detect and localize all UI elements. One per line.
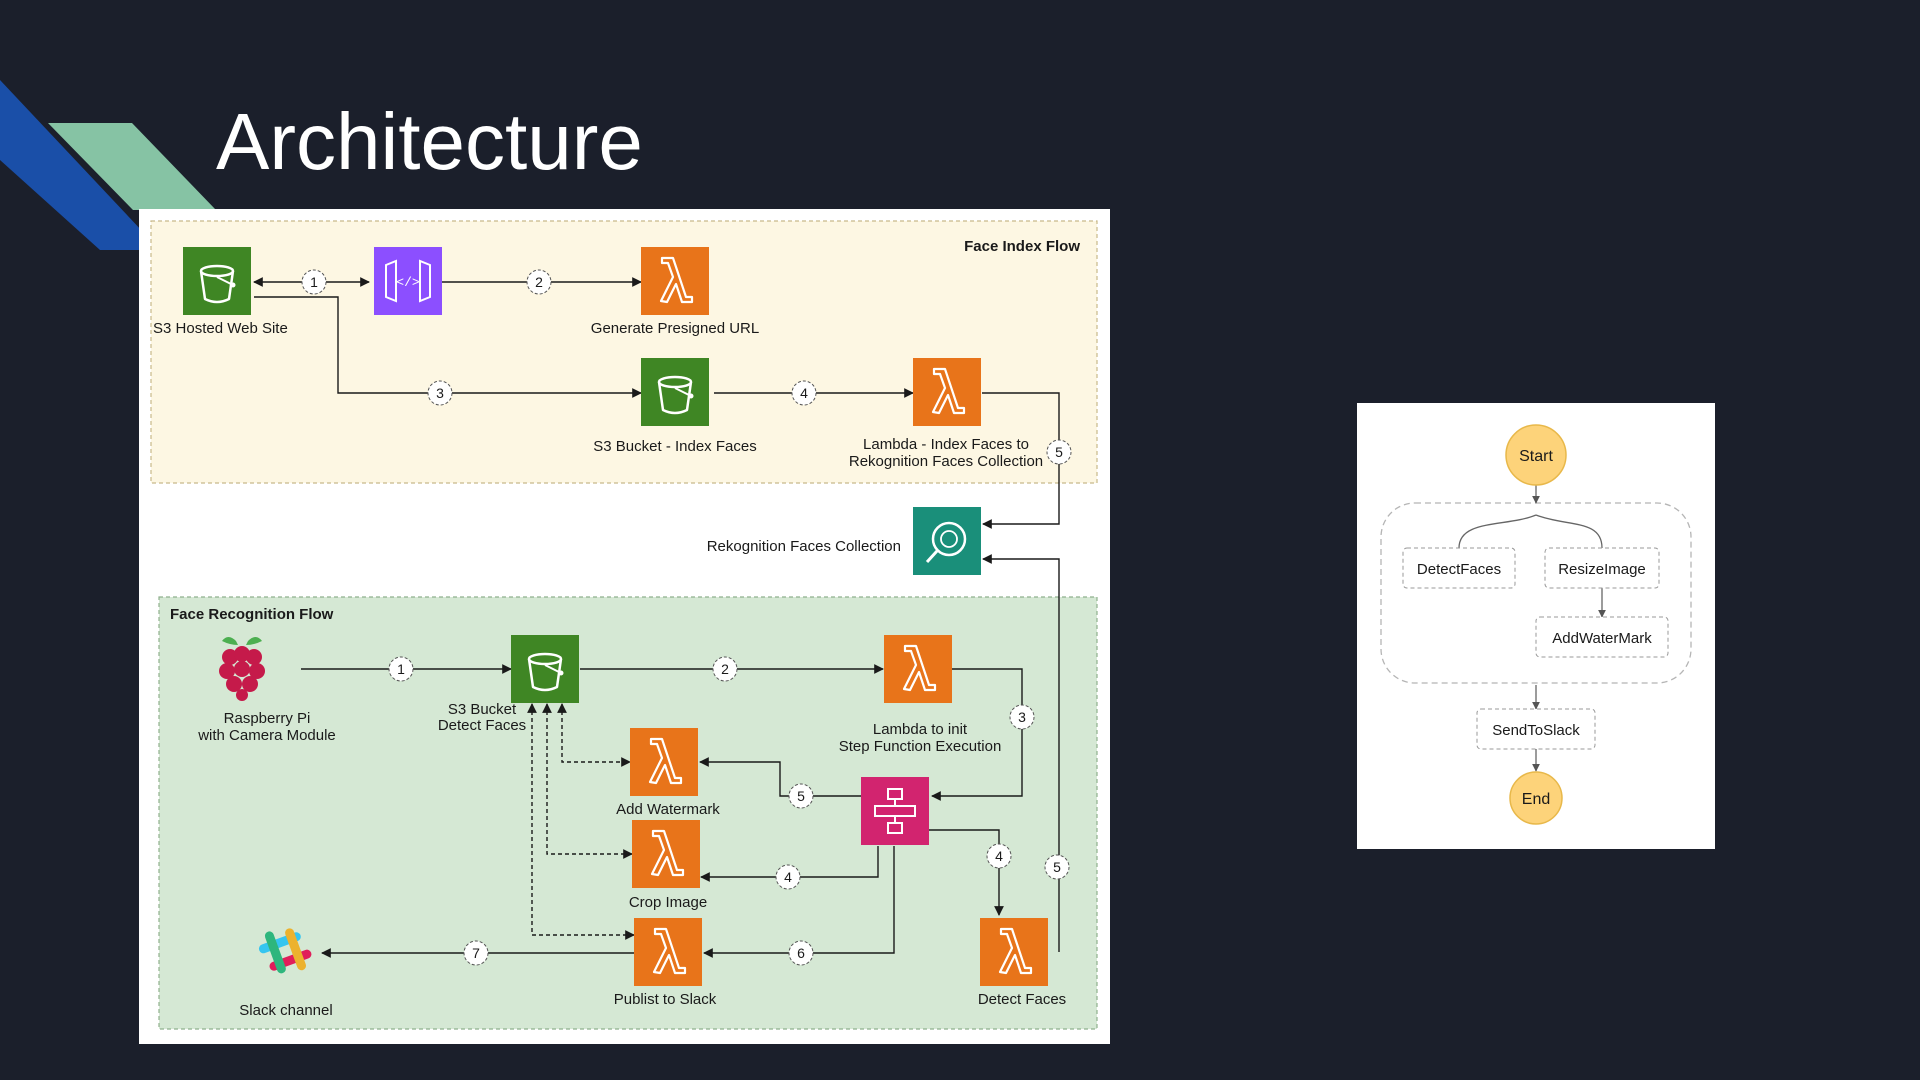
index-step-5: 5 — [1046, 439, 1072, 465]
svg-text:5: 5 — [797, 788, 805, 804]
svg-text:3: 3 — [1018, 709, 1026, 725]
lambda-crop-icon — [630, 818, 702, 890]
svg-text:4: 4 — [784, 869, 792, 885]
svg-text:</>: </> — [396, 275, 420, 290]
s3-detect-faces-label-2: Detect Faces — [438, 717, 526, 734]
slack-icon — [258, 928, 312, 974]
svg-text:4: 4 — [995, 848, 1003, 864]
svg-text:5: 5 — [1053, 859, 1061, 875]
index-step-2: 2 — [526, 269, 552, 295]
svg-text:End: End — [1522, 791, 1550, 808]
svg-text:1: 1 — [310, 274, 318, 290]
rekognition-icon — [913, 507, 981, 575]
s3-index-faces-label: S3 Bucket - Index Faces — [593, 438, 756, 455]
lambda-presign-label: Generate Presigned URL — [591, 320, 759, 337]
raspberry-pi-label-1: Raspberry Pi — [224, 710, 311, 727]
lambda-crop-label: Crop Image — [629, 894, 707, 911]
index-flow-region — [150, 220, 1098, 484]
slack-label: Slack channel — [239, 1002, 332, 1019]
lambda-init-label-2: Step Function Execution — [839, 738, 1002, 755]
recog-step-4-crop: 4 — [775, 864, 801, 890]
green-stripe-shape — [48, 123, 216, 210]
svg-text:6: 6 — [797, 945, 805, 961]
lambda-presign-icon — [639, 245, 711, 317]
recog-step-7: 7 — [463, 940, 489, 966]
recog-step-6: 6 — [788, 940, 814, 966]
rekognition-label: Rekognition Faces Collection — [707, 538, 901, 555]
lambda-watermark-label: Add Watermark — [616, 801, 720, 818]
state-start: Start — [1505, 424, 1567, 486]
lambda-init-icon — [882, 633, 954, 705]
slide-title: Architecture — [216, 97, 643, 186]
lambda-publish-label: Publist to Slack — [614, 991, 717, 1008]
svg-text:Start: Start — [1519, 448, 1553, 465]
s3-website-icon — [181, 245, 253, 317]
lambda-index-faces-label-1: Lambda - Index Faces to — [863, 436, 1029, 453]
s3-detect-faces-icon — [509, 633, 581, 705]
recog-step-1: 1 — [388, 656, 414, 682]
svg-text:2: 2 — [535, 274, 543, 290]
architecture-diagram: Face Index Flow Face Recognition Flow S3… — [139, 209, 1110, 1044]
svg-text:DetectFaces: DetectFaces — [1417, 561, 1501, 578]
index-step-4: 4 — [791, 380, 817, 406]
recog-step-3: 3 — [1009, 704, 1035, 730]
svg-text:AddWaterMark: AddWaterMark — [1552, 630, 1652, 647]
step-functions-icon — [861, 777, 929, 845]
svg-text:2: 2 — [721, 661, 729, 677]
step-function-diagram: Start DetectFaces ResizeImage AddWaterMa… — [1357, 403, 1715, 849]
recog-step-5-rekognition: 5 — [1044, 854, 1070, 880]
state-send-to-slack: SendToSlack — [1476, 708, 1596, 750]
recog-step-2: 2 — [712, 656, 738, 682]
svg-text:SendToSlack: SendToSlack — [1492, 722, 1580, 739]
lambda-index-faces-icon — [911, 356, 983, 428]
svg-text:7: 7 — [472, 945, 480, 961]
state-detect-faces: DetectFaces — [1402, 547, 1516, 589]
s3-detect-faces-label-1: S3 Bucket — [448, 701, 517, 718]
lambda-publish-icon — [632, 916, 704, 988]
api-gateway-icon: </> — [374, 247, 442, 315]
svg-text:3: 3 — [436, 385, 444, 401]
recog-step-5-watermark: 5 — [788, 783, 814, 809]
index-flow-title: Face Index Flow — [964, 238, 1080, 255]
svg-text:5: 5 — [1055, 444, 1063, 460]
state-add-watermark: AddWaterMark — [1535, 616, 1669, 658]
recog-step-4-detect: 4 — [986, 843, 1012, 869]
svg-text:ResizeImage: ResizeImage — [1558, 561, 1646, 578]
index-step-3: 3 — [427, 380, 453, 406]
s3-index-faces-icon — [639, 356, 711, 428]
svg-text:1: 1 — [397, 661, 405, 677]
lambda-init-label-1: Lambda to init — [873, 721, 968, 738]
lambda-index-faces-label-2: Rekognition Faces Collection — [849, 453, 1043, 470]
index-step-1: 1 — [301, 269, 327, 295]
raspberry-pi-icon — [219, 637, 265, 701]
raspberry-pi-label-2: with Camera Module — [197, 727, 336, 744]
state-resize-image: ResizeImage — [1544, 547, 1660, 589]
svg-text:4: 4 — [800, 385, 808, 401]
blue-stripe-shape — [0, 80, 160, 250]
recognition-flow-title: Face Recognition Flow — [170, 606, 334, 623]
lambda-watermark-icon — [628, 726, 700, 798]
corner-decoration — [0, 80, 216, 250]
lambda-detect-faces-label: Detect Faces — [978, 991, 1066, 1008]
state-end: End — [1509, 771, 1563, 825]
lambda-detect-faces-icon — [978, 916, 1050, 988]
s3-website-label: S3 Hosted Web Site — [153, 320, 288, 337]
